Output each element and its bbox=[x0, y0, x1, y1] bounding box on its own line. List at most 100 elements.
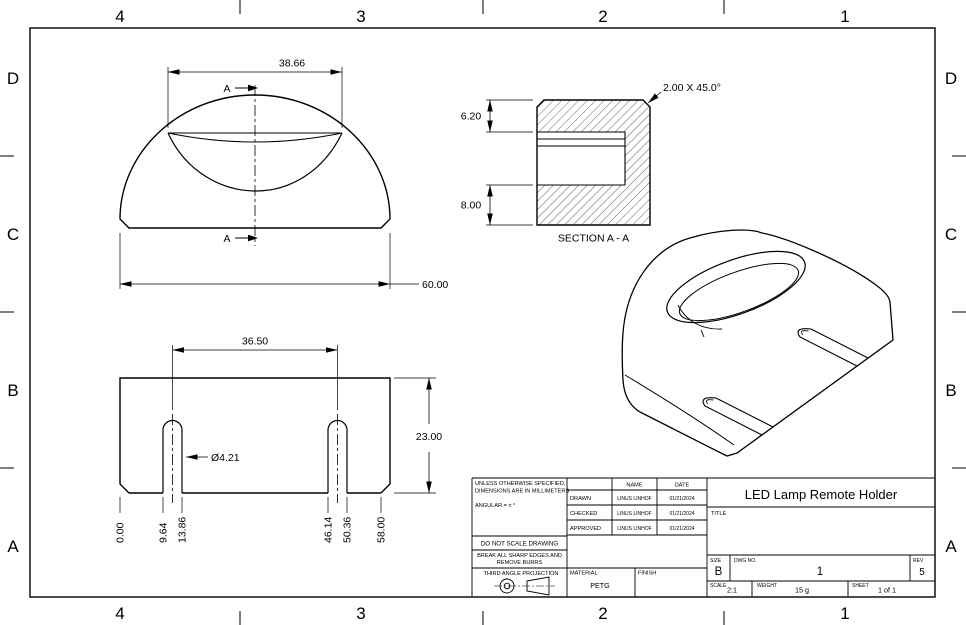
deburr-note: BREAK ALL SHARP EDGES AND bbox=[477, 553, 562, 559]
section-arrowhead-icon bbox=[248, 84, 258, 92]
drawing-border bbox=[29, 27, 936, 598]
dimension-text: 6.20 bbox=[461, 111, 482, 123]
zone-row-label: C bbox=[945, 225, 957, 244]
weight-label: WEIGHT bbox=[757, 583, 777, 589]
chamfer-note-text: 2.00 X 45.0° bbox=[663, 82, 721, 94]
projection-label: THIRD ANGLE PROJECTION bbox=[484, 571, 559, 577]
dimension-slot-centers: 36.50 bbox=[172, 336, 338, 410]
deburr-note: REMOVE BURRS bbox=[497, 560, 543, 566]
zone-row-label: D bbox=[945, 69, 957, 88]
dimension-opening-width: 38.66 bbox=[167, 58, 343, 128]
title-label: TITLE bbox=[711, 511, 726, 517]
dimension-overall-width: 60.00 bbox=[119, 233, 448, 291]
row-name: LINUS LINHOF bbox=[617, 511, 651, 517]
extension-lines bbox=[486, 99, 533, 133]
section-hatching bbox=[537, 100, 650, 225]
ordinate-dimensions: 0.00 9.64 13.86 46.14 50.36 58.00 bbox=[115, 497, 388, 543]
iso-slot-front bbox=[702, 397, 774, 436]
leader-line bbox=[647, 91, 662, 104]
dimension-text: 8.00 bbox=[461, 200, 482, 212]
size-value: B bbox=[715, 566, 723, 578]
section-arrow-top: A bbox=[223, 83, 258, 95]
row-label: APPROVED bbox=[570, 526, 601, 532]
ordinate-text: 46.14 bbox=[323, 517, 335, 543]
third-angle-projection-icon bbox=[494, 576, 555, 596]
dimension-text: 38.66 bbox=[279, 58, 305, 70]
zone-col-label: 1 bbox=[840, 604, 849, 623]
row-label: DRAWN bbox=[570, 496, 591, 502]
title-block: UNLESS OTHERWISE SPECIFIED, DIMENSIONS A… bbox=[471, 477, 935, 597]
projection-circle-outer bbox=[499, 578, 515, 594]
section-arrow-bottom: A bbox=[223, 233, 258, 245]
iso-slot-rear bbox=[797, 328, 869, 367]
section-arrowhead-icon bbox=[248, 234, 258, 242]
chamfer-callout: 2.00 X 45.0° bbox=[647, 82, 721, 104]
spec-note: DIMENSIONS ARE IN MILLIMETERS bbox=[475, 489, 569, 495]
section-outline bbox=[536, 99, 651, 226]
zone-row-label: C bbox=[7, 225, 19, 244]
row-date: 01/21/2024 bbox=[669, 526, 694, 532]
section-letter: A bbox=[223, 233, 230, 245]
iso-opening-step-edges bbox=[677, 304, 723, 338]
projection-circle-inner bbox=[503, 582, 511, 590]
size-label: SIZE bbox=[710, 558, 722, 564]
scale-label: SCALE bbox=[710, 583, 727, 589]
spec-note: UNLESS OTHERWISE SPECIFIED, bbox=[475, 481, 566, 487]
material-value: PETG bbox=[590, 581, 610, 590]
bottom-view: 36.50 23.00 Ø4.21 0.00 9.64 13.86 46.14 … bbox=[115, 336, 443, 544]
dimension-text: 36.50 bbox=[242, 336, 268, 348]
drawing-title: LED Lamp Remote Holder bbox=[745, 487, 898, 502]
zone-col-label: 4 bbox=[115, 604, 124, 623]
section-view: 6.20 8.00 2.00 X 45.0° SECTION A - A bbox=[461, 82, 721, 245]
weight-value: 15 g bbox=[795, 586, 809, 595]
title-block-grid bbox=[471, 477, 935, 597]
sheet-label: SHEET bbox=[852, 583, 869, 589]
dimension-text: 60.00 bbox=[422, 279, 448, 291]
iso-face-edge bbox=[624, 374, 735, 446]
iso-slot-front-depth-edge bbox=[706, 399, 714, 405]
row-label: CHECKED bbox=[570, 511, 597, 517]
row-name: LINUS LINHOF bbox=[617, 526, 651, 532]
zone-col-label: 4 bbox=[115, 7, 124, 26]
zone-row-label: A bbox=[7, 537, 19, 556]
ordinate-text: 50.36 bbox=[342, 517, 354, 543]
zone-row-label: A bbox=[945, 537, 957, 556]
dimension-wall-bottom: 8.00 bbox=[461, 184, 533, 226]
zone-row-label: B bbox=[7, 381, 18, 400]
scale-value: 2:1 bbox=[727, 586, 737, 595]
zone-col-label: 3 bbox=[356, 604, 365, 623]
dwg-no-value: 1 bbox=[817, 566, 823, 578]
ordinate-text: 58.00 bbox=[376, 517, 388, 543]
rev-value: 5 bbox=[919, 567, 925, 578]
ordinate-text: 13.86 bbox=[177, 517, 189, 543]
iso-opening-inner bbox=[678, 262, 800, 322]
opening-lower-edge bbox=[167, 132, 343, 192]
extension-lines bbox=[486, 184, 533, 226]
iso-slot-rear-depth-edge bbox=[801, 330, 809, 336]
section-view-label: SECTION A - A bbox=[558, 233, 629, 245]
front-view: A A 38.66 60.00 bbox=[119, 58, 448, 291]
dimension-slot-width: Ø4.21 bbox=[186, 452, 240, 464]
dimension-wall-top: 6.20 bbox=[461, 99, 533, 133]
row-date: 01/21/2024 bbox=[669, 496, 694, 502]
row-name: LINUS LINHOF bbox=[617, 496, 651, 502]
ordinate-text: 9.64 bbox=[158, 522, 170, 543]
projection-cone bbox=[526, 576, 550, 596]
zone-col-label: 2 bbox=[598, 604, 607, 623]
zone-col-label: 3 bbox=[356, 7, 365, 26]
section-cavity-edges bbox=[537, 131, 626, 186]
zone-col-label: 2 bbox=[598, 7, 607, 26]
dimension-depth: 23.00 bbox=[394, 377, 442, 494]
dimension-text: Ø4.21 bbox=[211, 452, 240, 464]
iso-opening-outer bbox=[666, 250, 806, 324]
slot-centerlines bbox=[172, 414, 338, 503]
isometric-view bbox=[621, 229, 894, 457]
zone-row-label: B bbox=[945, 381, 956, 400]
ordinate-extension-lines bbox=[119, 497, 382, 513]
extension-lines bbox=[119, 233, 391, 289]
finish-label: FINISH bbox=[638, 571, 656, 577]
